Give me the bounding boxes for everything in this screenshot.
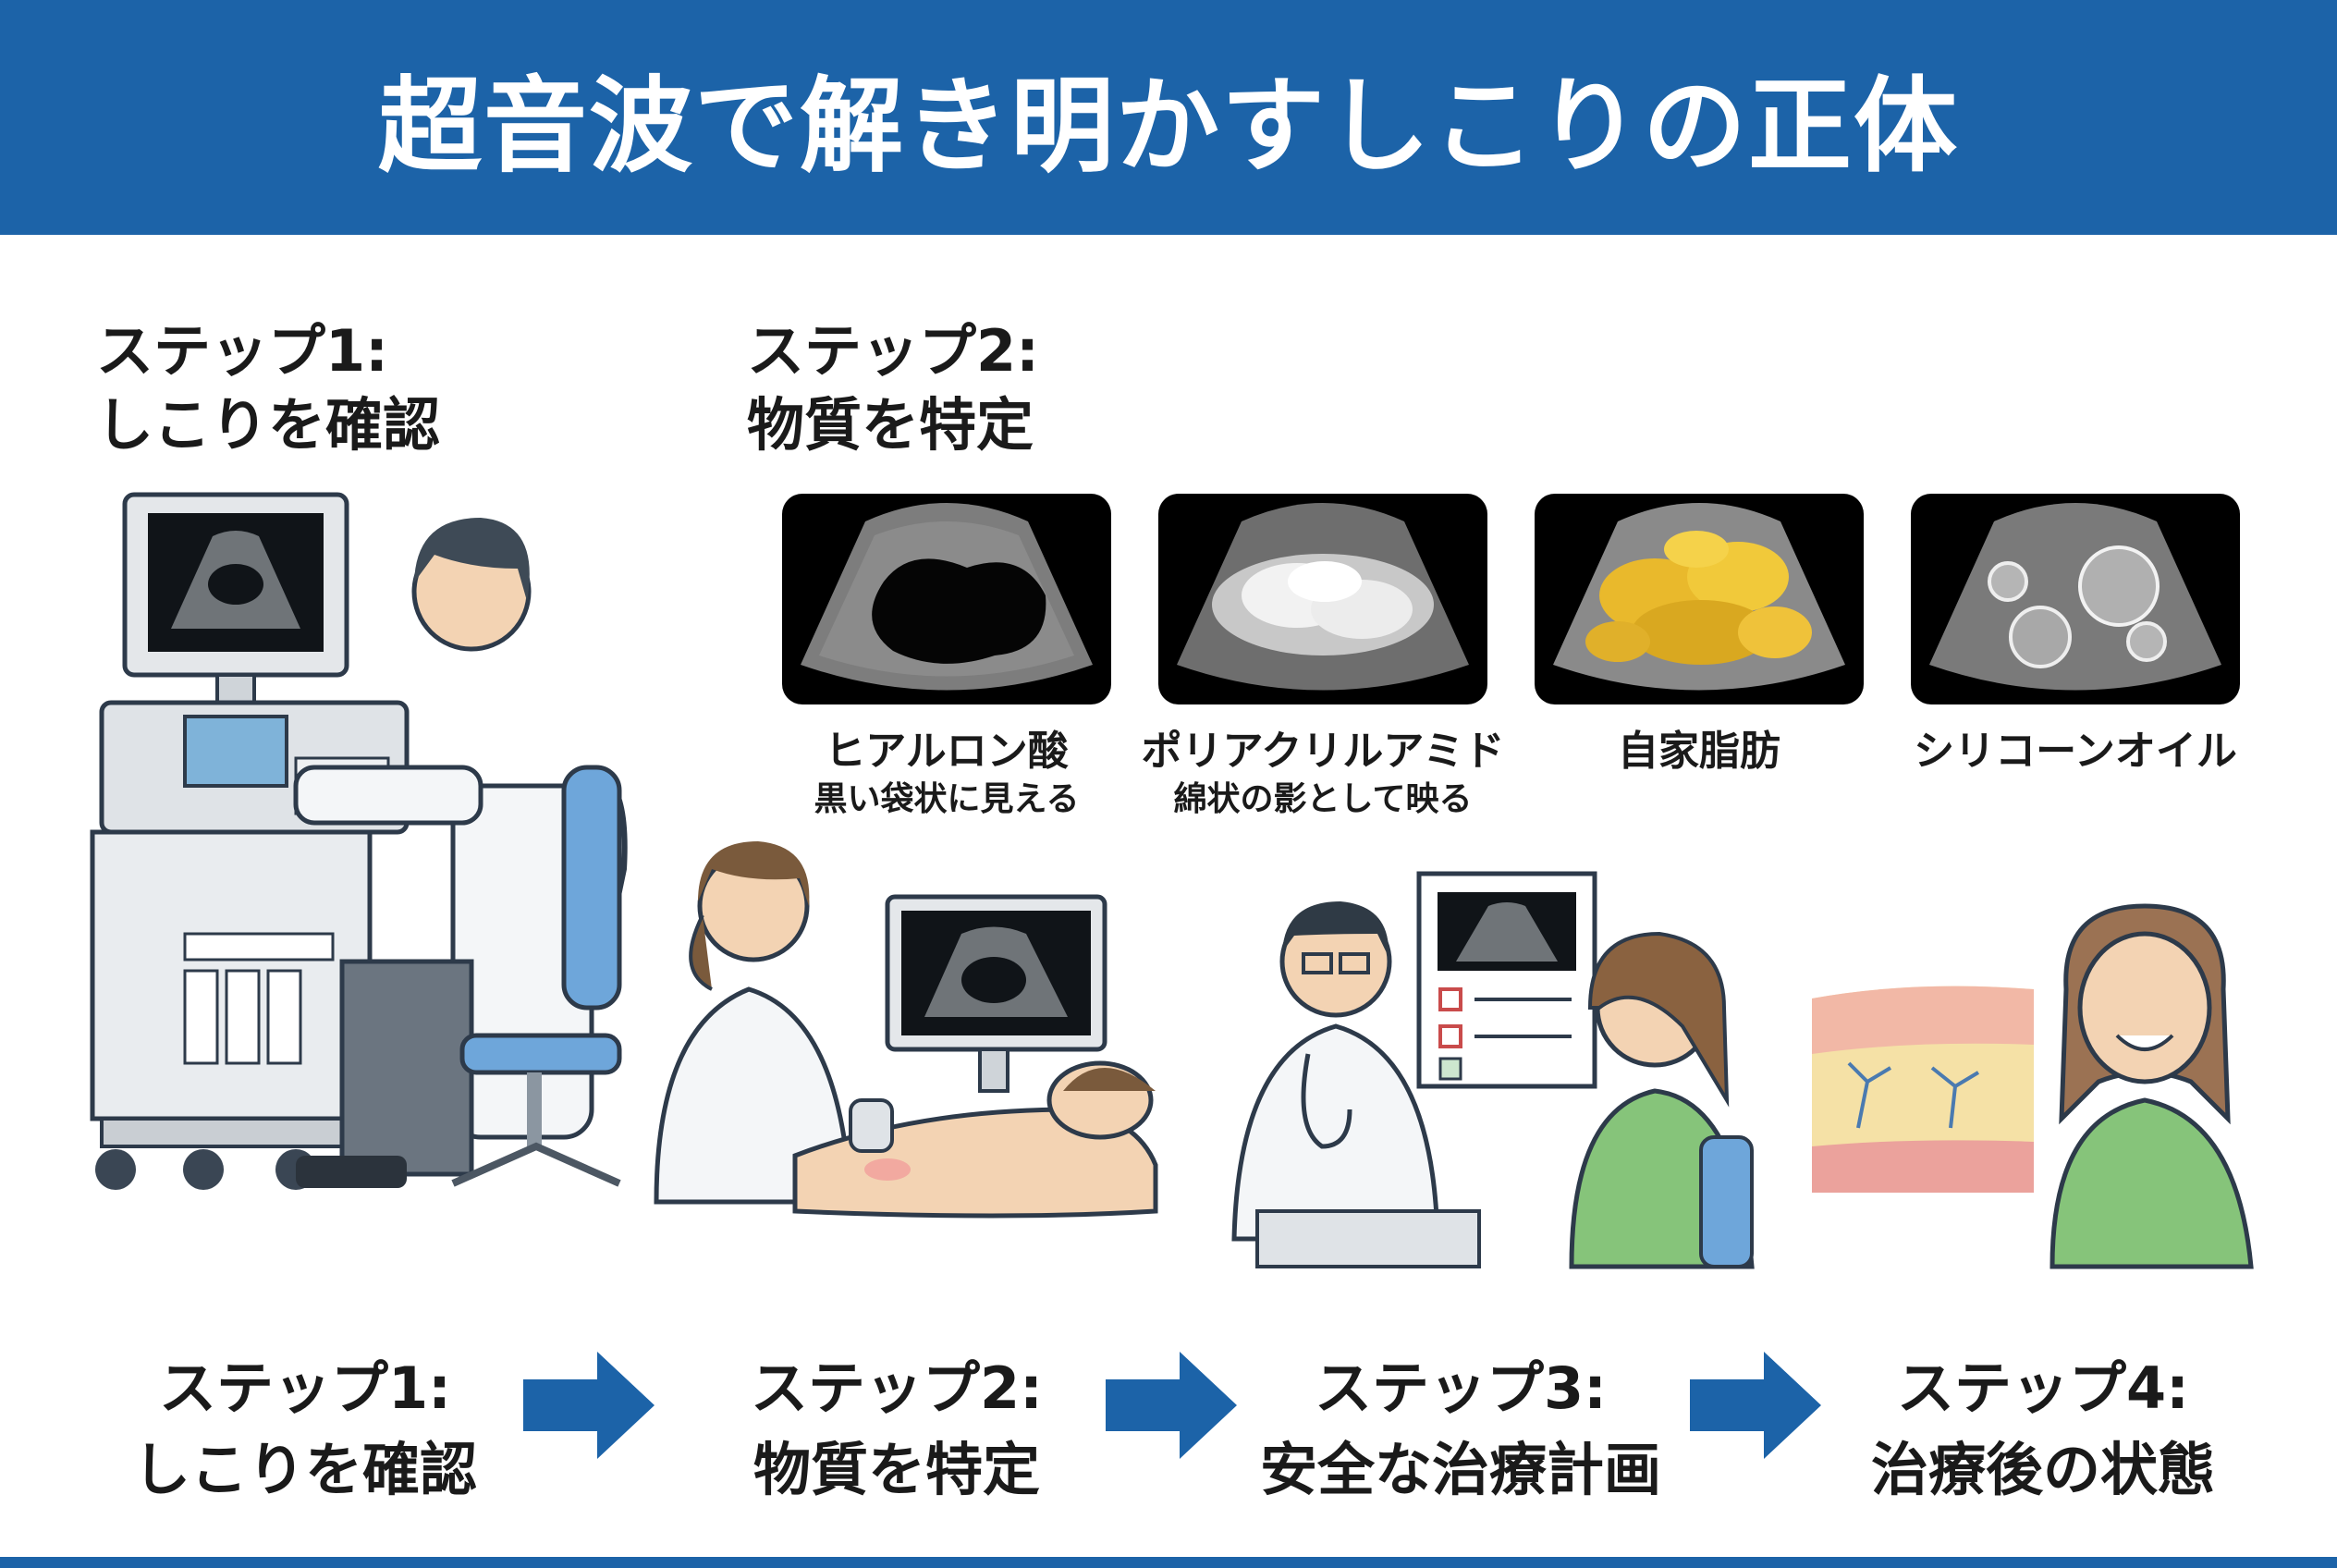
consultation-illustration — [1231, 871, 1755, 1269]
top-step-1-heading: ステップ1: しこりを確認 — [96, 314, 440, 462]
ultrasound-polyacrylamide — [1158, 494, 1487, 704]
ultrasound-hyaluronic-acid — [782, 494, 1111, 704]
flow-step-3-title: 安全な治療計画 — [1259, 1436, 1661, 1503]
us-label-silicone: シリコーンオイル — [1892, 725, 2258, 778]
flow-step-2: ステップ2: 物質を特定 — [703, 1348, 1091, 1511]
patient-icon — [1569, 931, 1755, 1269]
polyacrylamide-scan-icon — [1177, 503, 1469, 691]
arrow-right-icon — [1690, 1352, 1821, 1459]
ultrasound-silicone-oil — [1911, 494, 2240, 704]
top-step-1-number: ステップ1: — [96, 317, 388, 385]
after-treatment-illustration — [1812, 903, 2254, 1269]
us-label-hyaluronic-caption: 黒い袋状に見える — [814, 780, 1080, 818]
flow-step-2-title: 物質を特定 — [752, 1436, 1040, 1503]
flow-step-2-number: ステップ2: — [751, 1354, 1043, 1422]
silicone-scan-icon — [1929, 503, 2221, 691]
us-label-silicone-name: シリコーンオイル — [1914, 728, 2237, 775]
smiling-woman-icon — [2049, 903, 2254, 1269]
flow-step-1-number: ステップ1: — [159, 1354, 451, 1422]
arrow-right-icon — [523, 1352, 655, 1459]
nurse-icon — [654, 841, 853, 1205]
doctor-icon — [1231, 901, 1481, 1268]
footer-bar — [0, 1557, 2337, 1568]
flow-step-3: ステップ3: 安全な治療計画 — [1239, 1348, 1682, 1511]
header-banner — [0, 0, 2337, 235]
checklist-icon — [1416, 871, 1597, 1089]
top-step-2-title: 物質を特定 — [747, 391, 1034, 459]
us-label-polyacrylamide: ポリアクリルアミド 綿状の影として映る — [1140, 725, 1506, 821]
top-step-2-heading: ステップ2: 物質を特定 — [747, 314, 1039, 462]
flow-step-3-number: ステップ3: — [1315, 1354, 1607, 1422]
scanning-patient-illustration — [654, 841, 1158, 1219]
hyaluronic-scan-icon — [801, 503, 1093, 691]
top-step-1-title: しこりを確認 — [96, 391, 441, 459]
ultrasound-autologous-fat — [1535, 494, 1864, 704]
flow-step-1: ステップ1: しこりを確認 — [111, 1348, 499, 1511]
flow-step-4-number: ステップ4: — [1897, 1354, 2189, 1422]
arrow-right-icon — [1106, 1352, 1237, 1459]
flow-step-1-title: しこりを確認 — [132, 1436, 477, 1503]
us-label-polyacrylamide-name: ポリアクリルアミド — [1141, 728, 1505, 775]
top-step-2-number: ステップ2: — [747, 317, 1039, 385]
fat-scan-icon — [1553, 503, 1845, 691]
us-label-fat-name: 自家脂肪 — [1618, 728, 1780, 775]
patient-icon — [792, 1060, 1158, 1219]
flow-step-4: ステップ4: 治療後の状態 — [1840, 1348, 2246, 1511]
us-label-hyaluronic: ヒアルロン酸 黒い袋状に見える — [782, 725, 1111, 821]
us-label-hyaluronic-name: ヒアルロン酸 — [825, 728, 1069, 775]
page-title: 超音波で解き明かすしこりの正体 — [378, 67, 1959, 187]
flow-step-4-title: 治療後の状態 — [1870, 1436, 2215, 1503]
monitor-icon — [885, 894, 1107, 1093]
chair-icon — [451, 765, 628, 1187]
ultrasound-machine-doctor-illustration — [90, 492, 628, 1190]
skin-layer-icon — [1812, 986, 2034, 1193]
us-label-fat: 自家脂肪 — [1535, 725, 1864, 778]
us-label-polyacrylamide-caption: 綿状の影として映る — [1173, 780, 1473, 818]
